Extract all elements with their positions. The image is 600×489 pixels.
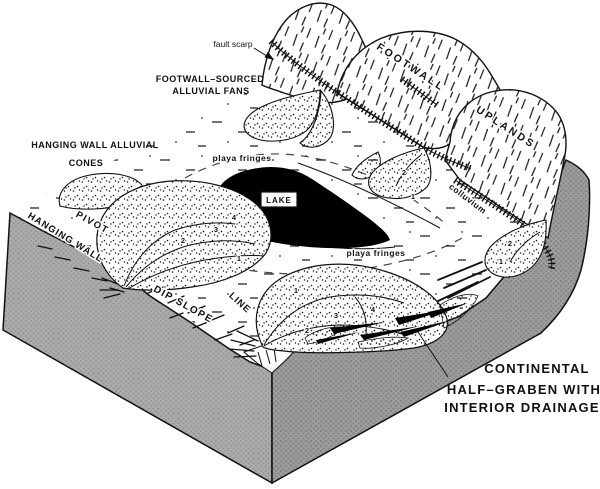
lobe-number: 2 — [181, 236, 185, 245]
caption-line-2: HALF–GRABEN WITH — [447, 382, 600, 397]
axial-drainage-stipple — [304, 293, 479, 349]
fan-drainage-streaks — [435, 261, 491, 303]
caption-line-3: INTERIOR DRAINAGE — [444, 400, 599, 415]
footwall-sourced-label-line1: FOOTWALL–SOURCED — [156, 74, 265, 84]
lobe-number: 3 — [214, 225, 218, 234]
footwall-fan-mid: 2 1 — [351, 147, 432, 202]
caption-leader-line — [415, 328, 449, 378]
lobe-number: 4 — [371, 305, 376, 314]
uplands-hill — [444, 89, 567, 240]
front-left-face — [2, 211, 273, 485]
lobe-number: 4 — [232, 213, 237, 222]
caption-line-1: CONTINENTAL — [484, 361, 589, 376]
playa-fringes-label-lower: playa fringes — [347, 248, 406, 258]
fault-scarp-arrowhead — [264, 51, 274, 60]
hanging-wall-cones-label-line1: HANGING WALL ALLUVIAL — [31, 140, 159, 150]
playa-fringes-label-upper: playa fringes — [213, 153, 272, 163]
footwall-sourced-label-line2: ALLUVIAL FANS — [172, 86, 249, 96]
fault-scarp-label: fault scarp — [213, 39, 252, 49]
hanging-wall-cone-main: 4 3 2 1 — [96, 180, 272, 291]
dip-slope-dashes — [147, 286, 255, 346]
lake-label-box — [260, 191, 298, 208]
lobe-number: 1 — [499, 257, 503, 266]
footwall-sourced-fan — [243, 89, 334, 148]
lobe-number: 2 — [508, 239, 512, 248]
figure-caption: CONTINENTAL HALF–GRABEN WITH INTERIOR DR… — [415, 328, 600, 415]
fault-scarp-annotation: fault scarp — [213, 39, 274, 60]
lobe-number: 1 — [411, 192, 415, 201]
cone-apex-hachures — [228, 330, 259, 358]
lobe-number: 2 — [402, 168, 406, 177]
hanging-wall-cones-label-line2: CONES — [69, 158, 104, 168]
lake-label: LAKE — [260, 191, 298, 208]
lobe-number: 1 — [237, 254, 241, 263]
lobe-number: 3 — [334, 311, 338, 320]
fault-scarp-bands — [268, 38, 556, 271]
lobe-number: 2 — [305, 326, 309, 335]
footwall-fan-corner: 2 1 — [435, 219, 547, 303]
hanging-wall-dashes — [37, 245, 125, 299]
lake-label-text: LAKE — [266, 196, 292, 205]
lobe-number: 1 — [294, 286, 298, 295]
